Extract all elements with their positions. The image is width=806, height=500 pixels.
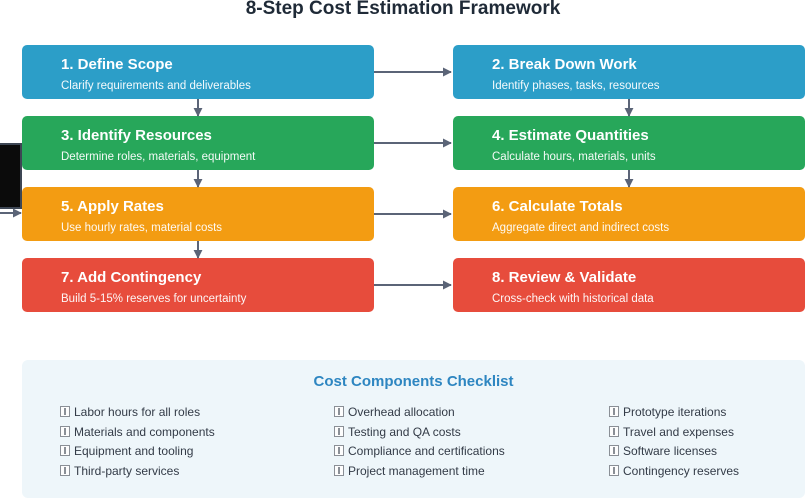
flow-arrows bbox=[0, 67, 634, 290]
checkbox-icon bbox=[60, 406, 70, 417]
checkbox-icon bbox=[609, 406, 619, 417]
checklist-panel: Cost Components Checklist Labor hours fo… bbox=[22, 360, 805, 498]
checkbox-icon bbox=[60, 465, 70, 477]
checkbox-icon bbox=[334, 465, 344, 477]
step-8-desc: Cross-check with historical data bbox=[492, 293, 654, 305]
checklist-item: Labor hours for all roles bbox=[60, 403, 215, 423]
checklist-item: Project management time bbox=[334, 462, 505, 482]
step-1-title: 1. Define Scope bbox=[61, 56, 173, 73]
step-6-box: 6. Calculate Totals Aggregate direct and… bbox=[453, 187, 805, 241]
step-1-box: 1. Define Scope Clarify requirements and… bbox=[22, 45, 374, 99]
step-3-box: 3. Identify Resources Determine roles, m… bbox=[22, 116, 374, 170]
checklist-item: Testing and QA costs bbox=[334, 423, 505, 443]
checkbox-icon bbox=[334, 445, 344, 457]
checkbox-icon bbox=[60, 425, 70, 437]
checklist-item: Software licenses bbox=[609, 442, 739, 462]
checklist-title: Cost Components Checklist bbox=[313, 373, 514, 390]
checklist-item: Overhead allocation bbox=[334, 403, 505, 423]
step-4-title: 4. Estimate Quantities bbox=[492, 127, 649, 144]
step-6-desc: Aggregate direct and indirect costs bbox=[492, 222, 670, 234]
step-8-box: 8. Review & Validate Cross-check with hi… bbox=[453, 258, 805, 312]
checkbox-icon bbox=[609, 425, 619, 437]
checkbox-icon bbox=[60, 445, 70, 457]
checkbox-icon bbox=[609, 445, 619, 457]
checklist-item: Compliance and certifications bbox=[334, 442, 505, 462]
checklist-column-3: Prototype iterations Travel and expenses… bbox=[609, 403, 739, 482]
step-2-desc: Identify phases, tasks, resources bbox=[492, 80, 660, 92]
step-3-desc: Determine roles, materials, equipment bbox=[61, 151, 256, 163]
checklist-item: Equipment and tooling bbox=[60, 442, 215, 462]
step-2-box: 2. Break Down Work Identify phases, task… bbox=[453, 45, 805, 99]
step-7-box: 7. Add Contingency Build 5-15% reserves … bbox=[22, 258, 374, 312]
left-edge-shape bbox=[0, 143, 22, 209]
step-8-title: 8. Review & Validate bbox=[492, 269, 637, 286]
step-5-title: 5. Apply Rates bbox=[61, 198, 164, 215]
step-2-title: 2. Break Down Work bbox=[492, 56, 637, 73]
step-4-desc: Calculate hours, materials, units bbox=[492, 151, 656, 163]
checklist-item: Contingency reserves bbox=[609, 462, 739, 482]
step-7-title: 7. Add Contingency bbox=[61, 269, 202, 286]
step-7-desc: Build 5-15% reserves for uncertainty bbox=[61, 293, 247, 305]
checklist-item: Travel and expenses bbox=[609, 423, 739, 443]
checkbox-icon bbox=[609, 465, 619, 477]
checkbox-icon bbox=[334, 425, 344, 437]
step-3-title: 3. Identify Resources bbox=[61, 127, 212, 144]
step-4-box: 4. Estimate Quantities Calculate hours, … bbox=[453, 116, 805, 170]
checkbox-icon bbox=[334, 406, 344, 417]
checklist-column-2: Overhead allocation Testing and QA costs… bbox=[334, 403, 505, 482]
step-5-desc: Use hourly rates, material costs bbox=[61, 222, 223, 234]
step-6-title: 6. Calculate Totals bbox=[492, 198, 623, 215]
checklist-item: Materials and components bbox=[60, 423, 215, 443]
checklist-column-1: Labor hours for all roles Materials and … bbox=[60, 403, 215, 482]
step-5-box: 5. Apply Rates Use hourly rates, materia… bbox=[22, 187, 374, 241]
diagram-title: 8-Step Cost Estimation Framework bbox=[245, 0, 561, 19]
step-1-desc: Clarify requirements and deliverables bbox=[61, 80, 251, 92]
checklist-item: Prototype iterations bbox=[609, 403, 739, 423]
checklist-item: Third-party services bbox=[60, 462, 215, 482]
